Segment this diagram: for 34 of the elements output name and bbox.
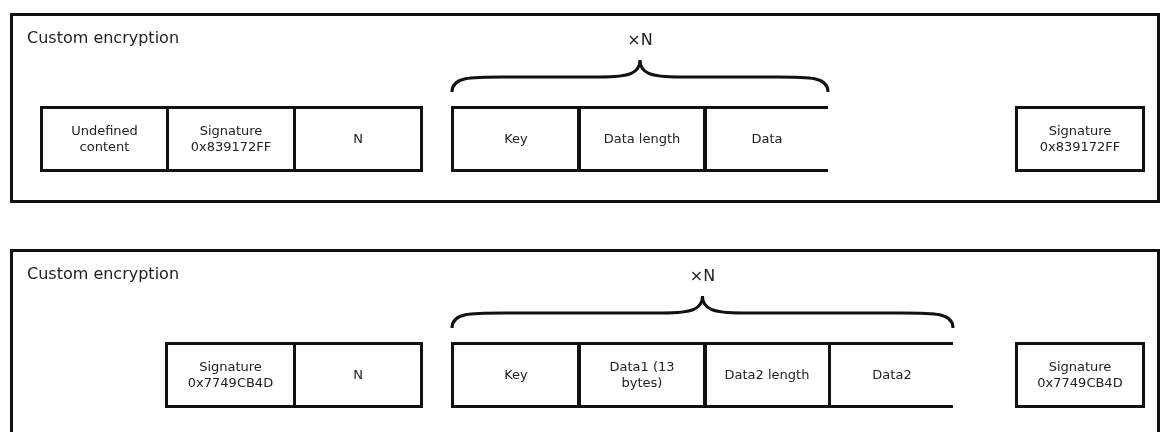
field-box [577,106,707,172]
field-box [451,106,581,172]
field-label: N [353,130,363,148]
field-box [577,342,707,408]
field-label: Signature 0x839172FF [189,122,273,156]
open-ended-field [828,342,953,408]
field-label: Data2 [872,366,912,384]
field-label: Data [751,130,783,148]
field-label: Signature 0x7749CB4D [186,358,275,392]
field-label: Key [504,366,528,384]
field-box [165,342,296,408]
repeat-count-label: ×N [627,30,653,49]
field-box [1015,342,1145,408]
field-box [703,342,831,408]
field-box [1015,106,1145,172]
field-label: N [353,366,363,384]
field-box [293,106,423,172]
section-title: Custom encryption [27,28,179,47]
open-ended-field [703,106,828,172]
field-label: Undefined content [70,122,139,156]
field-label: Signature 0x839172FF [1038,122,1122,156]
field-label: Data2 length [724,366,810,384]
section-panel [10,249,1160,432]
section-title: Custom encryption [27,264,179,283]
field-label: Data length [603,130,681,148]
field-label: Data1 (13 bytes) [608,358,676,392]
field-box [40,106,169,172]
repeat-count-label: ×N [689,266,716,285]
field-box [293,342,423,408]
field-box [451,342,581,408]
field-box [166,106,296,172]
field-label: Signature 0x7749CB4D [1036,358,1124,392]
section-panel [10,13,1160,203]
field-label: Key [504,130,528,148]
